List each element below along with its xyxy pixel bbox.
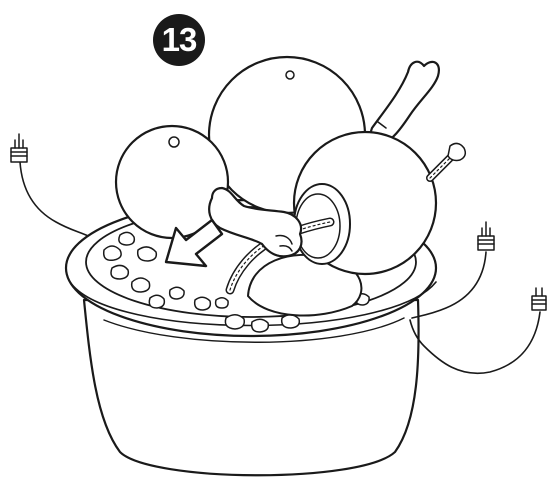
bone-piece: [371, 62, 439, 143]
connector-plug-left: [11, 134, 27, 162]
pebble: [195, 297, 211, 310]
pebble: [149, 295, 164, 308]
connector-plug-right-lower: [532, 288, 546, 310]
sphere-right: [294, 132, 436, 274]
pebble: [216, 298, 229, 308]
pebble: [282, 315, 300, 328]
pebble: [119, 232, 134, 245]
wire-right-lower: [410, 312, 540, 373]
pebble: [138, 247, 157, 261]
pebble: [252, 319, 269, 332]
pebble: [111, 265, 128, 279]
pebble: [170, 287, 184, 299]
cable-end-cap: [448, 143, 465, 160]
flex-cable-rear: [430, 143, 465, 178]
pebble: [104, 246, 121, 260]
pebble: [132, 278, 150, 292]
connector-plug-right-upper: [478, 222, 494, 250]
wire-left: [20, 162, 88, 236]
pebble: [225, 315, 244, 329]
